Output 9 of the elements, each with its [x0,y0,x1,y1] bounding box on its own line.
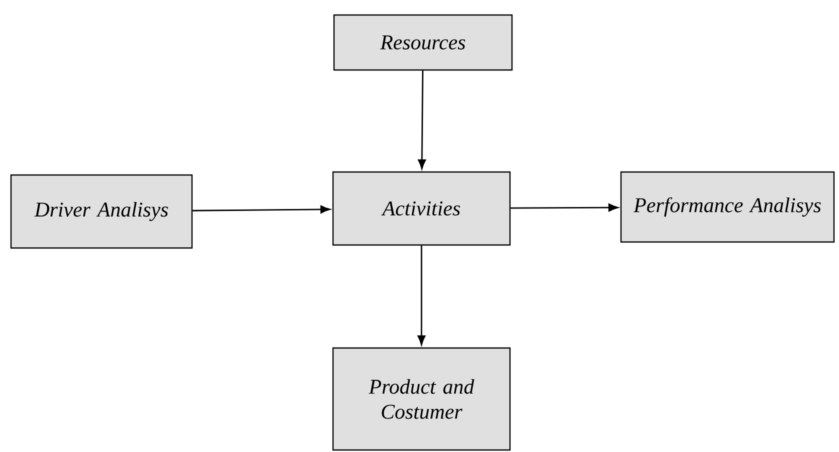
process-box: Performance Analisys [620,171,835,243]
process-box: Product and Costumer [332,347,511,451]
process-box: Resources [333,14,513,71]
arrow [192,205,330,214]
process-box: Activities [332,171,511,246]
arrow [418,70,426,170]
arrow [418,246,426,346]
arrow [510,204,618,212]
process-box: Driver Analisys [10,174,193,249]
